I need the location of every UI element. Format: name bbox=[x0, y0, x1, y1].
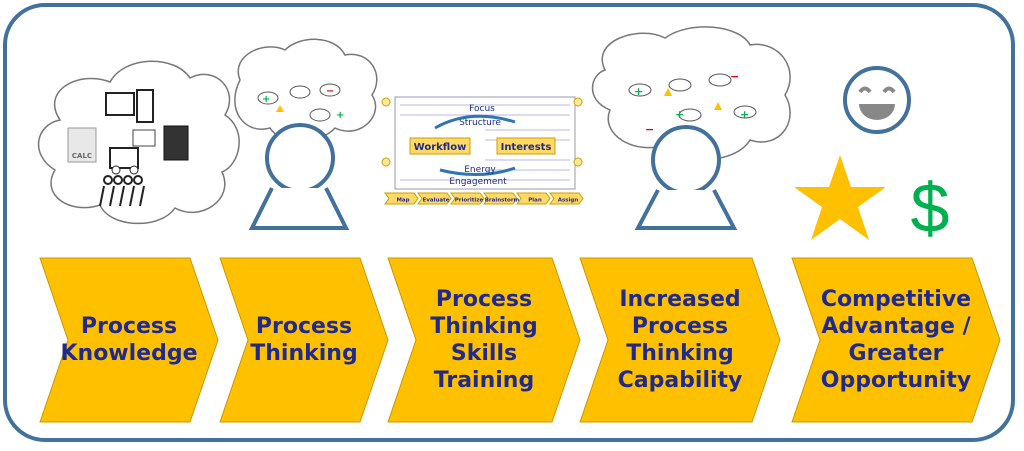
calc-label: CALC bbox=[72, 152, 92, 160]
capability-cloud: + − + − + bbox=[591, 26, 791, 161]
computer-icon bbox=[105, 89, 154, 123]
building-icon bbox=[163, 125, 189, 161]
arrow-icon bbox=[439, 166, 516, 177]
svg-text:+: + bbox=[675, 108, 684, 121]
phase-label: Assign bbox=[558, 198, 579, 204]
svg-text:−: − bbox=[326, 86, 334, 97]
chevron-step bbox=[219, 257, 389, 423]
dollar-icon: $ bbox=[911, 169, 950, 247]
svg-text:−: − bbox=[730, 70, 739, 83]
phase-label: Plan bbox=[528, 198, 542, 204]
workflow-label: Workflow bbox=[414, 142, 467, 153]
knowledge-cloud: CALC bbox=[38, 60, 240, 225]
step-label: Process Thinking Skills Training bbox=[430, 287, 538, 393]
svg-text:+: + bbox=[740, 108, 749, 121]
phase-chevron bbox=[516, 192, 551, 205]
training-graphic: Focus Structure Workflow Interests Energ… bbox=[381, 96, 584, 205]
step-label: Increased Process Thinking Capability bbox=[617, 287, 743, 393]
outer-frame bbox=[3, 3, 1015, 442]
phase-chevron bbox=[384, 192, 419, 205]
phase-label: Map bbox=[396, 198, 409, 204]
step-label: Process Thinking bbox=[250, 314, 358, 366]
phase-chevron bbox=[549, 192, 584, 205]
svg-text:−: − bbox=[645, 123, 654, 136]
process-chevrons bbox=[39, 257, 1001, 423]
svg-text:+: + bbox=[634, 85, 643, 98]
phase-chevron bbox=[483, 192, 518, 205]
chevron-step bbox=[387, 257, 581, 423]
energy-label: Energy bbox=[464, 165, 496, 175]
chevron-step bbox=[39, 257, 219, 423]
star-icon bbox=[794, 155, 886, 240]
forklift-icon bbox=[109, 129, 156, 175]
phase-label: Prioritize bbox=[455, 198, 484, 204]
thinking-cloud: + − + bbox=[234, 38, 378, 142]
person-icon bbox=[634, 125, 738, 230]
engagement-label: Engagement bbox=[449, 177, 507, 187]
phase-chevron bbox=[450, 192, 485, 205]
phase-label: Evaluate bbox=[423, 198, 450, 204]
svg-text:+: + bbox=[262, 94, 270, 105]
chevron-step bbox=[579, 257, 781, 423]
interests-label: Interests bbox=[501, 142, 552, 153]
svg-text:+: + bbox=[336, 110, 344, 121]
chevron-step bbox=[791, 257, 1001, 423]
step-label: Competitive Advantage / Greater Opportun… bbox=[820, 287, 972, 393]
people-group-icon bbox=[99, 175, 145, 207]
smiley-face-icon bbox=[843, 66, 911, 134]
step-label: Process Knowledge bbox=[60, 314, 198, 366]
phase-label: Brainstorm bbox=[485, 198, 520, 204]
focus-label: Focus bbox=[469, 104, 495, 114]
lightbulb-icon bbox=[381, 97, 583, 167]
phase-chevron bbox=[417, 192, 452, 205]
arrow-icon bbox=[434, 114, 516, 130]
structure-label: Structure bbox=[459, 118, 501, 128]
person-icon bbox=[248, 123, 350, 230]
spreadsheet-icon: CALC bbox=[67, 127, 97, 163]
